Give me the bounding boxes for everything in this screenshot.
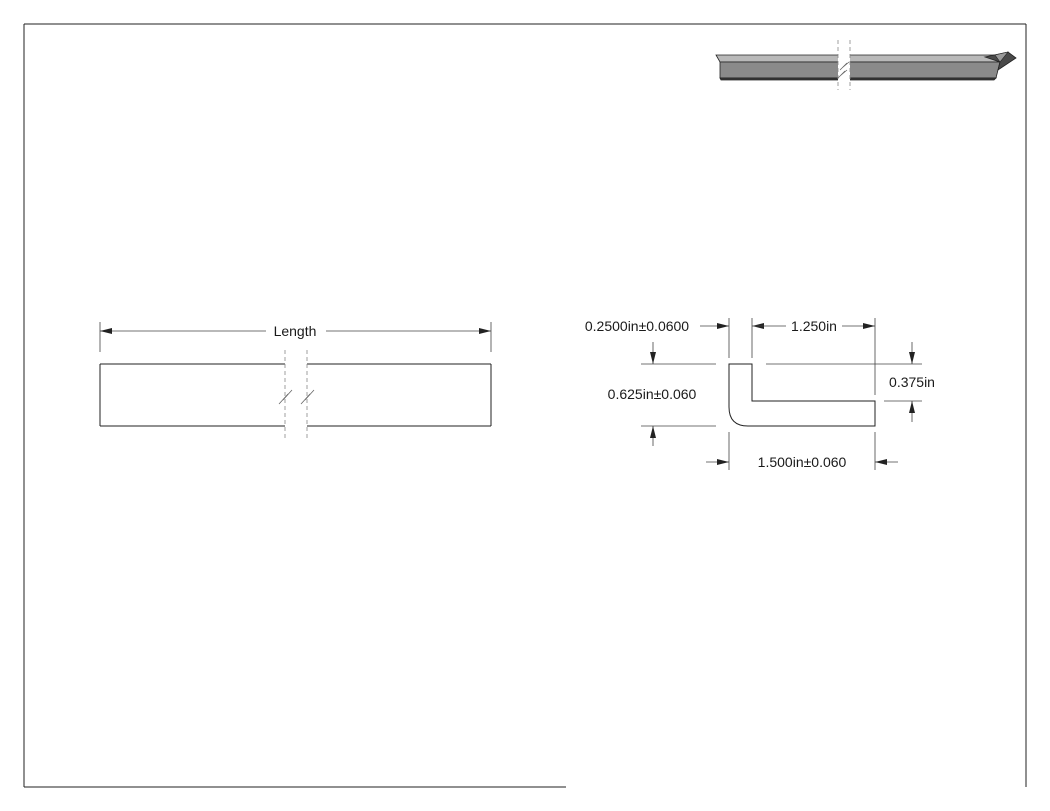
length-label: Length <box>274 323 317 339</box>
sheet-border <box>23 23 1027 788</box>
length-dimension: Length <box>99 322 492 352</box>
flange-width-label: 1.250in <box>791 318 837 334</box>
front-view: Length <box>99 322 492 438</box>
leg-thickness-label: 0.375in <box>889 374 935 390</box>
overall-width-label: 1.500in±0.060 <box>758 454 847 470</box>
height-dimension: 0.625in±0.060 <box>608 342 716 446</box>
thickness-dimension: 0.2500in±0.0600 <box>585 318 764 358</box>
l-profile <box>728 363 876 427</box>
overall-width-dimension: 1.500in±0.060 <box>706 432 898 470</box>
leg-thickness-dimension: 0.375in <box>766 342 935 422</box>
flange-width-dimension: 1.250in <box>752 318 876 395</box>
thickness-label: 0.2500in±0.0600 <box>585 318 689 334</box>
isometric-model-view <box>715 40 1017 90</box>
break-lines <box>278 350 315 438</box>
section-view: 0.2500in±0.0600 1.250in 0.625in±0.060 <box>585 318 935 470</box>
height-label: 0.625in±0.060 <box>608 386 697 402</box>
